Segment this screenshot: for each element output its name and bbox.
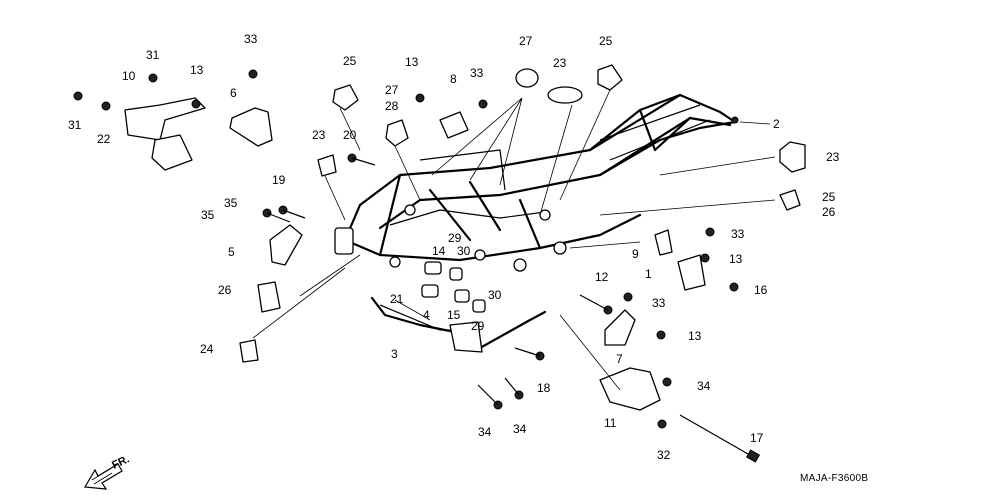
main-frame bbox=[334, 93, 737, 272]
label-23-top: 23 bbox=[553, 56, 567, 70]
label-7: 7 bbox=[616, 352, 623, 366]
label-29-upper: 29 bbox=[448, 231, 462, 245]
clamp-part-26-a bbox=[257, 281, 281, 313]
label-1: 1 bbox=[645, 267, 652, 281]
label-18: 18 bbox=[537, 381, 551, 395]
label-29-lower: 29 bbox=[471, 319, 485, 333]
label-35-upper: 35 bbox=[224, 196, 238, 210]
label-10: 10 bbox=[122, 69, 136, 83]
label-23-right: 23 bbox=[826, 150, 840, 164]
bracket-part-9 bbox=[654, 229, 673, 256]
label-11: 11 bbox=[604, 416, 617, 430]
clamp-part-24 bbox=[239, 339, 259, 363]
diagram-code: MAJA-F3600B bbox=[800, 473, 868, 484]
label-16: 16 bbox=[754, 283, 768, 297]
label-6: 6 bbox=[230, 86, 237, 100]
leader-lines bbox=[252, 89, 776, 391]
label-33-top-left: 33 bbox=[244, 32, 258, 46]
label-27-left: 27 bbox=[385, 83, 399, 97]
label-12: 12 bbox=[595, 270, 609, 284]
label-17: 17 bbox=[750, 431, 764, 445]
label-27-top: 27 bbox=[519, 34, 533, 48]
front-label: FR. bbox=[110, 453, 131, 471]
label-3: 3 bbox=[391, 347, 398, 361]
label-4: 4 bbox=[423, 308, 430, 322]
clamp-part-25-a bbox=[332, 84, 359, 111]
label-26-right: 26 bbox=[822, 205, 836, 219]
bracket-part-7 bbox=[604, 309, 636, 346]
bracket-part-1 bbox=[677, 254, 706, 291]
label-33-right: 33 bbox=[731, 227, 745, 241]
part-labels: 31 22 10 31 13 33 6 25 13 27 28 8 33 27 … bbox=[68, 32, 840, 462]
label-25-right: 25 bbox=[822, 190, 836, 204]
label-13-right: 13 bbox=[729, 252, 743, 266]
label-33-mid: 33 bbox=[652, 296, 666, 310]
label-32: 32 bbox=[657, 448, 671, 462]
label-25-top-left: 25 bbox=[343, 54, 357, 68]
clamp-part-25-b bbox=[597, 64, 623, 91]
label-21: 21 bbox=[390, 292, 404, 306]
bracket-part-8 bbox=[439, 111, 469, 139]
label-30-lower: 30 bbox=[488, 288, 502, 302]
label-25-top-right: 25 bbox=[599, 34, 613, 48]
label-31-left: 31 bbox=[68, 118, 82, 132]
fasteners bbox=[73, 69, 739, 429]
front-direction-indicator: FR. bbox=[84, 453, 131, 490]
label-35-lower: 35 bbox=[201, 208, 215, 222]
clamp-part-23-a bbox=[317, 154, 337, 177]
label-5: 5 bbox=[228, 245, 235, 259]
label-9: 9 bbox=[632, 247, 639, 261]
label-20: 20 bbox=[343, 128, 357, 142]
label-34-bottom-left: 34 bbox=[478, 425, 492, 439]
clamp-part-27 bbox=[515, 68, 539, 88]
label-2: 2 bbox=[773, 117, 780, 131]
cover-part-23-c bbox=[779, 141, 806, 173]
front-arrow-icon bbox=[84, 463, 123, 490]
label-24: 24 bbox=[200, 342, 214, 356]
bracket-part-10 bbox=[124, 97, 206, 141]
label-34-bottom: 34 bbox=[513, 422, 527, 436]
label-31-top: 31 bbox=[146, 48, 160, 62]
label-8: 8 bbox=[450, 72, 457, 86]
label-22: 22 bbox=[97, 132, 111, 146]
label-30-upper: 30 bbox=[457, 244, 471, 258]
label-33-top: 33 bbox=[470, 66, 484, 80]
label-23-left: 23 bbox=[312, 128, 326, 142]
clamp-part-25-c bbox=[779, 189, 801, 211]
step-bracket-part-11 bbox=[599, 367, 661, 411]
label-13-top: 13 bbox=[405, 55, 419, 69]
label-28: 28 bbox=[385, 99, 399, 113]
label-26-left: 26 bbox=[218, 283, 232, 297]
bracket-part-5 bbox=[269, 224, 303, 266]
ring-part-23-b bbox=[547, 86, 583, 104]
label-19: 19 bbox=[272, 173, 286, 187]
label-13-lower: 13 bbox=[688, 329, 702, 343]
label-15: 15 bbox=[447, 308, 461, 322]
bracket-part-6 bbox=[229, 107, 273, 147]
label-14: 14 bbox=[432, 244, 446, 258]
long-bolt-part-17 bbox=[679, 414, 756, 459]
clamp-part-28 bbox=[385, 119, 409, 147]
label-34-right: 34 bbox=[697, 379, 711, 393]
label-13-top-left: 13 bbox=[190, 63, 204, 77]
